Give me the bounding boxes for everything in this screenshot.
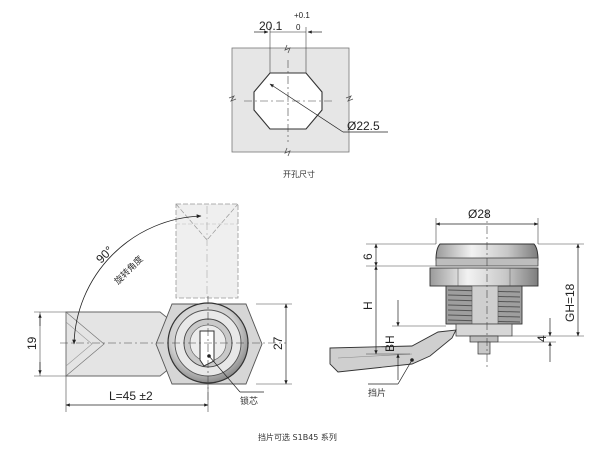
- side-view: Ø28 6 H BH GH=18 4 挡片: [329, 207, 584, 399]
- head-diameter-dim: Ø28: [468, 207, 491, 221]
- keyway: [199, 330, 215, 367]
- break-mark-left: [228, 95, 237, 102]
- front-view: 90° 旋转角度 19 27 L=45 ±2 锁芯: [25, 203, 292, 412]
- lock-core-label: 锁芯: [240, 395, 258, 407]
- nut-width-dim: 27: [271, 336, 285, 350]
- head-thickness-dim: 6: [361, 253, 375, 260]
- break-mark-top: [284, 44, 291, 54]
- dim-4: 4: [535, 335, 549, 342]
- length-dim: L=45 ±2: [109, 389, 153, 403]
- rotation-angle: 90°: [93, 243, 116, 266]
- break-mark-right: [345, 95, 354, 102]
- cutout-view: 20.1 +0.1 0 Ø22.5 开孔尺寸: [228, 11, 388, 179]
- h-dim: H: [361, 301, 375, 310]
- gh-dim: GH=18: [563, 283, 577, 322]
- cutout-tol-lower: 0: [296, 23, 301, 32]
- cam-screw: [469, 335, 499, 343]
- cutout-width-value: 20.1: [259, 19, 283, 33]
- cutout-diameter: Ø22.5: [347, 119, 380, 133]
- cam-horizontal: [65, 311, 171, 377]
- footer-caption: 挡片可选 S1B45 系列: [258, 432, 337, 442]
- cam-plate: [329, 329, 457, 373]
- rotation-angle-note: 旋转角度: [112, 253, 146, 287]
- rotation-arc: [72, 214, 202, 345]
- bh-dim: BH: [383, 335, 397, 352]
- cam-label: 挡片: [368, 387, 386, 399]
- cutout-caption: 开孔尺寸: [283, 169, 315, 179]
- side-hex-nut: [429, 267, 539, 287]
- cam-height-dim: 19: [25, 336, 39, 350]
- cutout-tol-upper: +0.1: [294, 11, 310, 20]
- break-mark-bottom: [284, 147, 291, 157]
